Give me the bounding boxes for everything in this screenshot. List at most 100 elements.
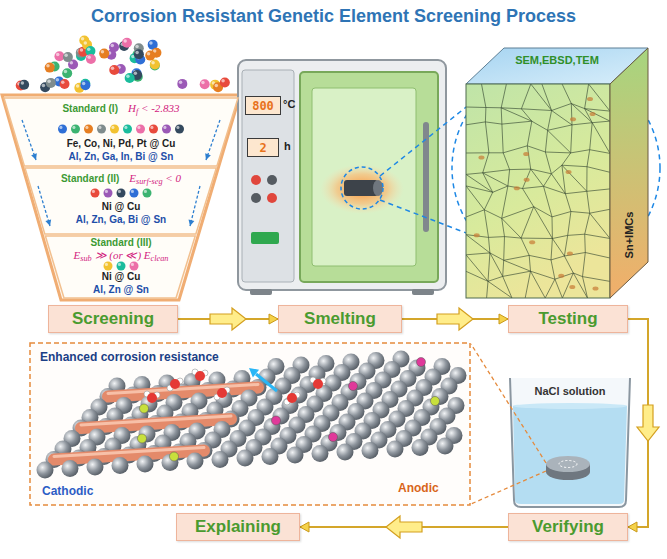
element-ball xyxy=(63,52,73,62)
ball-highlight xyxy=(72,126,75,129)
metal-atom xyxy=(112,457,129,474)
process-label: Verifying xyxy=(532,517,604,537)
alloy-atom xyxy=(272,416,281,425)
imc-particle xyxy=(590,112,596,116)
process-box: Verifying xyxy=(508,513,628,541)
alloy-atom xyxy=(417,358,426,367)
diagram-title: Corrosion Resistant Genetic Element Scre… xyxy=(0,6,667,27)
metal-atom xyxy=(139,426,156,443)
ball-highlight xyxy=(111,66,115,70)
ball-highlight xyxy=(123,39,127,43)
metal-atom xyxy=(187,453,204,470)
arrow-head xyxy=(300,522,309,532)
element-ball xyxy=(58,125,67,134)
metal-atom xyxy=(262,448,279,465)
metal-atom xyxy=(412,439,429,456)
text-row: Al, Zn @ Sn xyxy=(4,284,238,296)
electrode-label: Anodic xyxy=(398,481,439,495)
phase-label: Sn+IMCs xyxy=(623,212,635,259)
filter-arrow-head xyxy=(45,219,51,226)
text-row: Standard (II)Esurf-seg < 0 xyxy=(4,172,238,185)
ball-highlight xyxy=(92,190,95,193)
knob xyxy=(267,193,277,203)
standard-name: Standard (III) xyxy=(90,237,151,248)
element-ball xyxy=(143,189,152,198)
element-ball xyxy=(123,125,132,134)
sample-rod xyxy=(344,180,378,196)
band-shape xyxy=(4,98,238,166)
element-ball xyxy=(145,51,155,61)
furnace-foot xyxy=(412,289,434,295)
subscript: surf-seg xyxy=(136,177,163,186)
element-ball xyxy=(109,65,119,75)
element-ball xyxy=(62,68,72,78)
metal-atom xyxy=(137,456,154,473)
element-ball xyxy=(19,80,29,90)
ball-highlight xyxy=(98,126,101,129)
process-label: Explaining xyxy=(195,517,281,537)
specimen-top xyxy=(546,456,590,472)
oxygen-atom xyxy=(287,393,297,403)
element-balls xyxy=(16,36,230,93)
text-row: Fe, Co, Ni, Pd, Pt @ Cu xyxy=(4,138,238,150)
element-ball xyxy=(91,189,100,198)
ball-highlight xyxy=(84,41,88,45)
alloy-atom xyxy=(138,434,147,443)
metal-atom xyxy=(337,444,354,461)
ball-highlight xyxy=(105,263,108,266)
element-ball xyxy=(71,125,80,134)
specimen-mark xyxy=(559,461,577,468)
ball-highlight xyxy=(201,81,205,85)
ball-highlight xyxy=(46,64,50,68)
element-ball xyxy=(150,60,160,70)
ball-highlight xyxy=(147,52,151,56)
oxygen-atom xyxy=(195,371,205,381)
imc-particle xyxy=(570,117,576,121)
element-list: Fe, Co, Ni, Pd, Pt @ Cu xyxy=(67,138,176,149)
text-row: Al, Zn, Ga, Bi @ Sn xyxy=(4,214,238,226)
filter-arrow xyxy=(206,120,220,160)
metal-atom xyxy=(437,438,454,455)
ball-highlight xyxy=(82,82,86,86)
imc-particle xyxy=(474,233,480,237)
ball-highlight xyxy=(64,70,68,74)
process-arrow xyxy=(628,319,659,532)
ball-highlight xyxy=(42,84,46,88)
zoom-circle xyxy=(341,167,383,209)
element-ball xyxy=(117,262,126,271)
ball-highlight xyxy=(135,51,139,55)
power-button xyxy=(251,232,279,244)
imc-particle xyxy=(587,97,593,101)
element-ball xyxy=(149,125,158,134)
oxygen-atom xyxy=(313,379,323,389)
element-list: Al, Zn, Ga, In, Bi @ Sn xyxy=(69,151,174,162)
ball-highlight xyxy=(81,37,85,41)
metal-atom xyxy=(387,441,404,458)
solution xyxy=(513,406,627,504)
ball-highlight xyxy=(163,126,166,129)
imc-particle xyxy=(529,240,535,244)
metal-atom xyxy=(237,450,254,467)
imc-particle xyxy=(569,285,575,289)
oxygen-atom xyxy=(147,393,157,403)
detail-panel xyxy=(30,343,470,505)
metal-atom xyxy=(330,424,347,441)
furnace-window xyxy=(312,88,416,266)
door-handle xyxy=(423,122,429,232)
knob xyxy=(267,175,277,185)
arrow-head xyxy=(499,314,508,324)
block-arrow xyxy=(637,405,659,441)
grain-boundaries xyxy=(466,84,610,298)
ball-highlight xyxy=(61,80,65,84)
zoom-line xyxy=(380,96,480,176)
metal-atom xyxy=(362,442,379,459)
ball-highlight xyxy=(124,126,127,129)
band-shape xyxy=(25,168,216,234)
ball-highlight xyxy=(150,126,153,129)
process-box: Smelting xyxy=(278,305,402,333)
element-ball xyxy=(80,80,90,90)
cube-side xyxy=(610,48,648,298)
funnel-band: Standard (I)Hf < -2.833Fe, Co, Ni, Pd, P… xyxy=(4,98,238,166)
process-box: Explaining xyxy=(176,513,300,541)
funnel xyxy=(2,95,240,300)
